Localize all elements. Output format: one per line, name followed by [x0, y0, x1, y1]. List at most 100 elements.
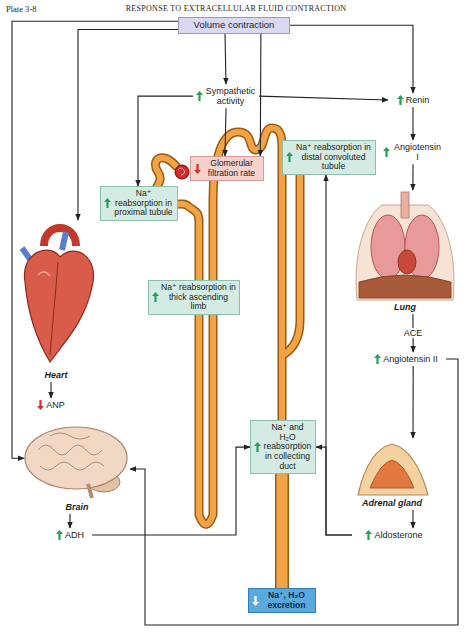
node-text: Angiotensin I — [392, 142, 443, 162]
torso — [356, 205, 454, 300]
hormone-text: ADH — [48, 528, 92, 542]
glomerulus — [175, 165, 189, 179]
organ-figure: Brain — [24, 424, 130, 514]
decrease-arrow — [37, 400, 44, 410]
node-text: Na⁺ reabsorption in distal convoluted tu… — [295, 143, 372, 172]
arrow-glyph — [56, 530, 63, 540]
cerebrum — [25, 427, 127, 489]
arrow-glyph — [37, 400, 44, 410]
hormone-text: Renin — [388, 93, 438, 107]
organ-figure: Lung — [352, 190, 458, 314]
node-text: Na⁺, H₂O excretion — [261, 591, 312, 610]
connector-arrow — [225, 108, 226, 156]
vein — [62, 232, 66, 250]
glomerulus-detail — [178, 168, 185, 175]
outcome-box: Na⁺, H₂O excretion — [248, 588, 316, 613]
connector-arrow — [78, 30, 178, 221]
tubule-fill — [283, 170, 300, 355]
process-box: Na⁺ and H₂O reabsorption in collecting d… — [250, 420, 316, 474]
increase-arrow — [365, 530, 372, 540]
effect-text: Sympathetic activity — [193, 84, 259, 108]
increase-arrow — [397, 95, 404, 105]
arrow-glyph — [254, 442, 261, 452]
aorta — [44, 228, 76, 246]
connector-arrow — [225, 34, 226, 84]
node-text: Aldosterone — [374, 530, 422, 540]
connector-arrow — [138, 96, 193, 186]
node-text: Na⁺ reabsorption in proximal tubule — [113, 189, 174, 218]
plate-number: Plate 3-8 — [6, 4, 36, 14]
decrease-arrow — [252, 596, 259, 606]
connector-arrow — [316, 447, 352, 535]
gyri — [50, 433, 90, 439]
arrow-glyph — [365, 530, 372, 540]
node-text: Glomerular filtration rate — [203, 159, 260, 178]
node-text: Angiotensin II — [383, 354, 438, 364]
connector-arrow — [50, 382, 51, 398]
hormone-text: Aldosterone — [352, 528, 436, 542]
lung-drawing — [356, 192, 454, 300]
connector-arrow — [260, 34, 262, 156]
process-box: Na⁺ reabsorption in thick ascending limb — [148, 280, 240, 315]
connector-arrow — [12, 21, 178, 458]
tubule-outline — [283, 170, 300, 355]
increase-arrow — [56, 530, 63, 540]
increase-arrow — [104, 198, 111, 208]
connector-arrow — [412, 366, 413, 438]
connector-arrow — [412, 107, 413, 140]
process-box: Glomerular filtration rate — [190, 156, 264, 181]
connector-arrow — [130, 359, 458, 625]
heart-drawing — [22, 228, 94, 362]
increase-arrow — [152, 292, 159, 302]
adrenal-drawing — [358, 444, 428, 495]
trachea — [401, 192, 409, 218]
liver — [359, 275, 451, 298]
node-text: Sympathetic activity — [205, 86, 256, 106]
gyri — [38, 445, 102, 455]
node-text: Na⁺ and H₂O reabsorption in collecting d… — [263, 423, 312, 471]
connector-arrow — [412, 510, 413, 528]
connector-arrow — [259, 96, 388, 100]
node-text: Renin — [406, 95, 430, 105]
edge-label: ACE — [402, 328, 425, 338]
connector-arrow — [326, 175, 352, 535]
organ-figure: Adrenal gland — [350, 438, 434, 510]
arrow-glyph — [286, 152, 293, 162]
node-text: Heart — [44, 370, 67, 380]
node-text: ANP — [46, 400, 65, 410]
connector-arrow — [290, 25, 413, 93]
process-box: Na⁺ reabsorption in distal convoluted tu… — [282, 140, 376, 175]
gyri — [40, 462, 104, 470]
process-box: Na⁺ reabsorption in proximal tubule — [100, 186, 178, 221]
increase-arrow — [383, 147, 390, 157]
tubule-outline — [275, 470, 289, 590]
connector-arrow — [69, 514, 70, 528]
adrenal-medulla — [370, 460, 414, 488]
arrow-glyph — [252, 596, 259, 606]
node-text: Na⁺ reabsorption in thick ascending limb — [161, 283, 236, 312]
organ-figure: Heart — [12, 220, 100, 382]
arrow-glyph — [104, 198, 111, 208]
hormone-text: ANP — [28, 398, 74, 412]
trigger-box: Volume contraction — [178, 17, 290, 34]
decrease-arrow — [194, 164, 201, 174]
arrow-glyph — [383, 147, 390, 157]
hormone-text: Angiotensin II — [366, 352, 446, 366]
brainstem — [88, 484, 92, 498]
arrow-glyph — [152, 292, 159, 302]
node-text: Brain — [65, 502, 88, 512]
increase-arrow — [254, 442, 261, 452]
connector-arrow — [412, 164, 413, 190]
arrow-glyph — [196, 91, 203, 101]
small-heart — [398, 250, 416, 274]
connector-arrow — [92, 447, 250, 535]
node-text: Adrenal gland — [362, 498, 422, 508]
node-text: Lung — [394, 302, 416, 312]
increase-arrow — [286, 152, 293, 162]
arrow-glyph — [374, 354, 381, 364]
increase-arrow — [374, 354, 381, 364]
plate-title: RESPONSE TO EXTRACELLULAR FLUID CONTRACT… — [0, 4, 472, 13]
node-text: ADH — [65, 530, 84, 540]
heart-highlight — [38, 272, 50, 276]
